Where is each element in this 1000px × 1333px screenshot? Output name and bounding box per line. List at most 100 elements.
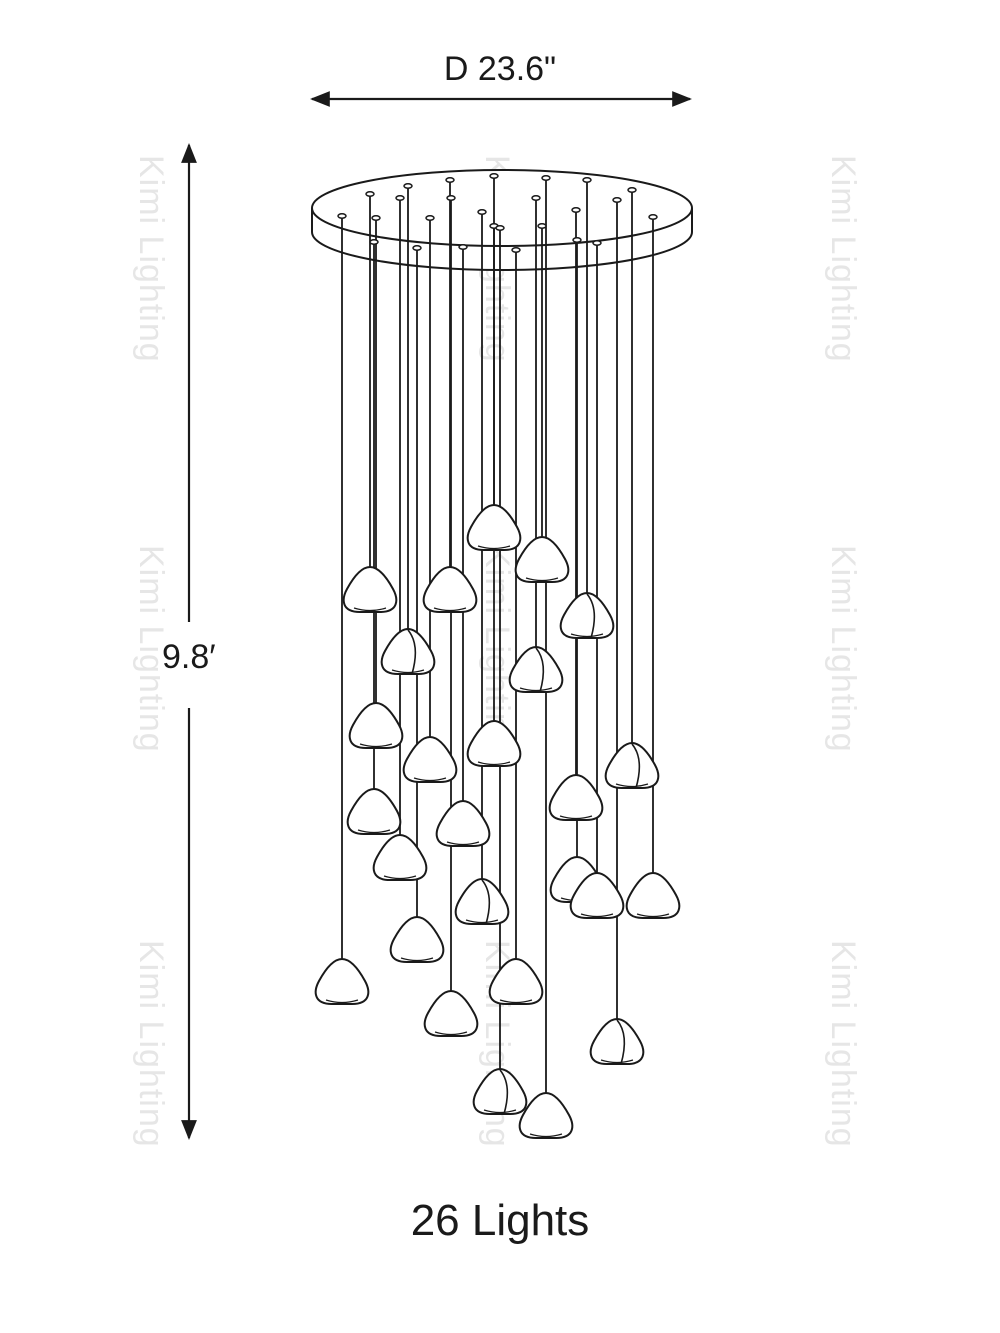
pendant-light xyxy=(466,719,522,767)
pendant-shade xyxy=(435,799,491,847)
pendant-shade xyxy=(402,735,458,783)
pendant-shade xyxy=(518,1091,574,1139)
pendant-seam xyxy=(481,879,491,925)
pendant-shade xyxy=(466,719,522,767)
pendant-rim xyxy=(477,761,511,766)
pendant-shade xyxy=(380,627,436,675)
pendant-shade xyxy=(569,871,625,919)
pendant-shade xyxy=(466,503,522,551)
pendant-shade xyxy=(589,1017,645,1065)
cord-hole xyxy=(541,175,551,181)
pendant-light xyxy=(604,741,660,789)
cord-hole xyxy=(365,191,375,197)
pendant-shade xyxy=(372,833,428,881)
cord-hole xyxy=(489,173,499,179)
pendant-light xyxy=(589,1017,645,1065)
pendant-light xyxy=(389,915,445,963)
pendant-shade xyxy=(488,957,544,1005)
pendant-shade xyxy=(625,871,681,919)
cord-hole xyxy=(571,207,581,213)
pendant-rim xyxy=(413,777,447,782)
pendant-light xyxy=(472,1067,528,1115)
pendant-shade xyxy=(346,787,402,835)
cord-hole xyxy=(531,195,541,201)
cord-hole xyxy=(337,213,347,219)
pendant-light xyxy=(508,645,564,693)
pendant-rim xyxy=(434,1031,468,1036)
pendant-light xyxy=(625,871,681,919)
pendant-shade xyxy=(548,773,604,821)
cord-hole xyxy=(477,209,487,215)
pendant-light xyxy=(518,1091,574,1139)
pendant-light xyxy=(422,565,478,613)
pendant-rim xyxy=(400,957,434,962)
pendant-rim xyxy=(499,999,533,1004)
cord-hole xyxy=(627,187,637,193)
pendant-rim xyxy=(433,607,467,612)
pendant-light xyxy=(454,877,510,925)
cord-hole xyxy=(371,215,381,221)
pendant-shade xyxy=(472,1067,528,1115)
canopy-cord-holes xyxy=(337,173,658,253)
pendant-rim xyxy=(570,633,604,638)
pendant-rim xyxy=(636,913,670,918)
pendant-seam xyxy=(407,629,417,675)
cord-hole xyxy=(425,215,435,221)
pendant-light xyxy=(423,989,479,1037)
cord-hole xyxy=(412,245,422,251)
pendant-shade xyxy=(559,591,615,639)
cord-hole xyxy=(403,183,413,189)
pendant-rim xyxy=(477,545,511,550)
pendant-shade xyxy=(422,565,478,613)
pendant-rim xyxy=(353,607,387,612)
cord-hole xyxy=(582,177,592,183)
cord-hole xyxy=(511,247,521,253)
pendant-light xyxy=(372,833,428,881)
pendant-light xyxy=(402,735,458,783)
pendant-seam xyxy=(586,593,596,639)
pendant-light xyxy=(346,787,402,835)
pendant-light xyxy=(488,957,544,1005)
pendant-rim xyxy=(465,919,499,924)
pendant-shade xyxy=(604,741,660,789)
pendant-light xyxy=(466,503,522,551)
pendant-shade xyxy=(314,957,370,1005)
pendant-light xyxy=(314,957,370,1005)
light-count-caption: 26 Lights xyxy=(410,1196,590,1245)
pendant-rim xyxy=(325,999,359,1004)
pendant-shade xyxy=(454,877,510,925)
pendant-rim xyxy=(615,783,649,788)
cord-hole xyxy=(612,197,622,203)
pendant-shade xyxy=(342,565,398,613)
pendant-light xyxy=(569,871,625,919)
height-label: 9.8′ xyxy=(160,634,218,681)
pendant-rim xyxy=(359,743,393,748)
pendant-light xyxy=(342,565,398,613)
pendant-shade xyxy=(514,535,570,583)
pendant-seam xyxy=(616,1019,626,1065)
pendant-rim xyxy=(383,875,417,880)
diameter-label: D 23.6" xyxy=(443,50,557,88)
pendant-rim xyxy=(600,1059,634,1064)
pendant-shade xyxy=(348,701,404,749)
pendant-rim xyxy=(519,687,553,692)
cord-hole xyxy=(445,177,455,183)
pendant-rim xyxy=(580,913,614,918)
pendant-light xyxy=(559,591,615,639)
cord-hole xyxy=(572,237,582,243)
pendant-light xyxy=(348,701,404,749)
pendant-seam xyxy=(535,647,545,693)
pendant-rim xyxy=(446,841,480,846)
cord-hole xyxy=(446,195,456,201)
ceiling-canopy xyxy=(311,169,693,271)
pendant-seam xyxy=(631,743,641,789)
cord-hole xyxy=(592,240,602,246)
pendant-light xyxy=(435,799,491,847)
cord-hole xyxy=(395,195,405,201)
pendant-rim xyxy=(391,669,425,674)
pendant-rim xyxy=(483,1109,517,1114)
pendant-rim xyxy=(529,1133,563,1138)
cord-hole xyxy=(495,225,505,231)
cord-hole xyxy=(537,223,547,229)
